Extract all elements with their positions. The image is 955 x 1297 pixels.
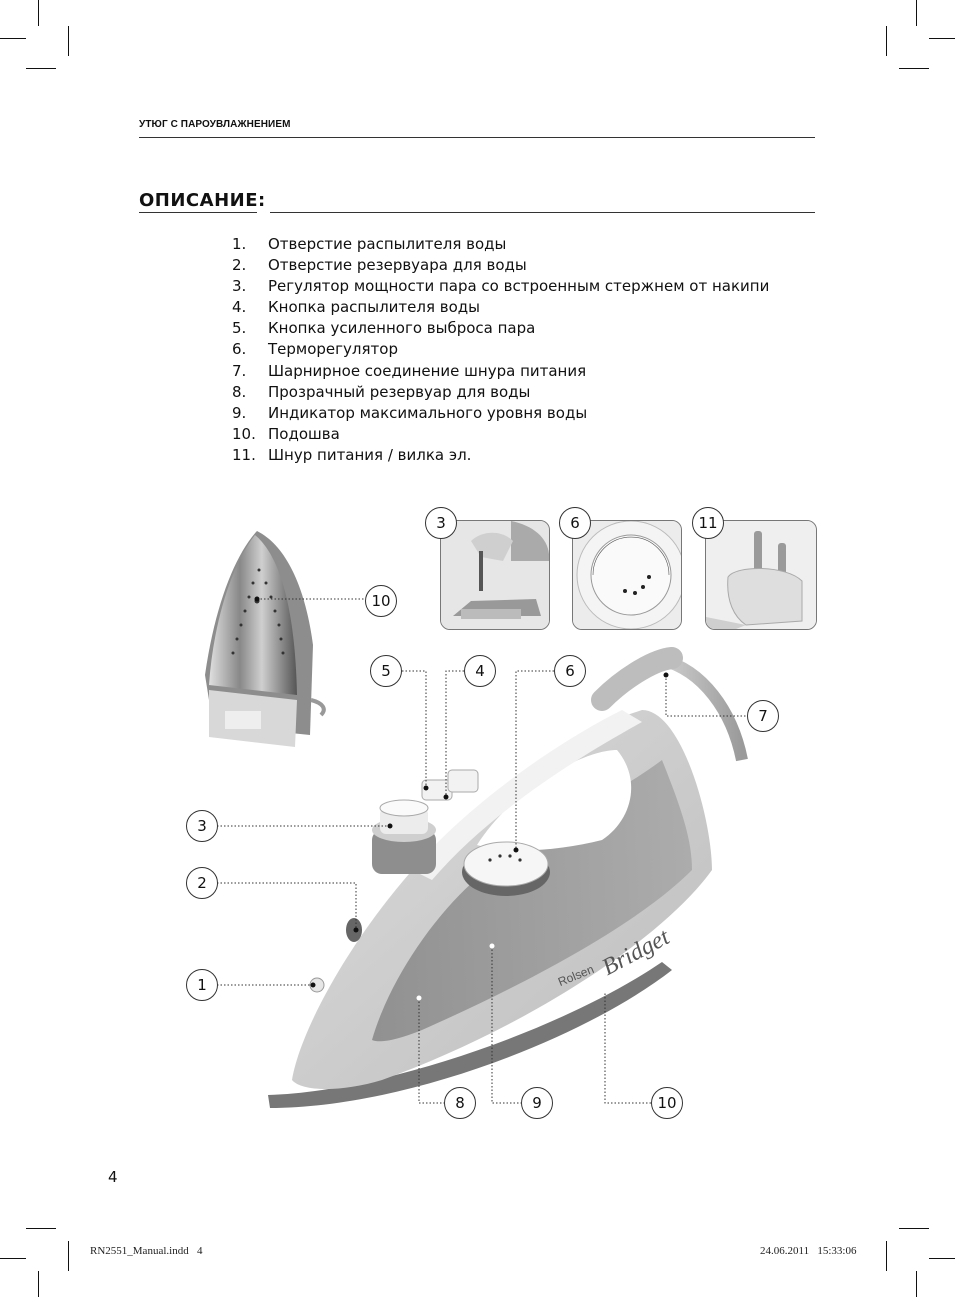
list-item: 1.Отверстие распылителя воды (232, 235, 507, 253)
thermostat-dial-photo (572, 520, 682, 630)
crop-mark (886, 1241, 887, 1271)
callout-2: 2 (186, 867, 218, 899)
callout-10-sole: 10 (365, 585, 397, 617)
crop-mark (26, 1228, 56, 1229)
section-rule (270, 212, 815, 213)
list-item: 5.Кнопка усиленного выброса пара (232, 319, 536, 338)
crop-mark (929, 38, 955, 39)
parts-list: 1.Отверстие распылителя воды 2.Отверстие… (232, 234, 769, 466)
crop-mark (38, 1271, 39, 1297)
list-item: 8.Прозрачный резервуар для воды (232, 382, 531, 401)
callout-1: 1 (186, 969, 218, 1001)
callout-10: 10 (651, 1087, 683, 1119)
crop-mark (886, 26, 887, 56)
crop-mark (899, 68, 929, 69)
footer-file: RN2551_Manual.indd 4 (90, 1245, 203, 1257)
callout-7: 7 (747, 700, 779, 732)
list-item: 2.Отверстие резервуара для воды (232, 256, 527, 275)
iron-illustration (268, 647, 748, 1108)
callout-3: 3 (186, 810, 218, 842)
crop-mark (916, 0, 917, 26)
callout-3-photo: 3 (425, 507, 457, 539)
crop-mark (68, 1241, 69, 1271)
callout-4: 4 (464, 655, 496, 687)
footer-date: 24.06.2011 15:33:06 (760, 1245, 857, 1257)
section-rule-left (139, 212, 257, 213)
callout-8: 8 (444, 1087, 476, 1119)
list-item: 3.Регулятор мощности пара со встроенным … (232, 277, 770, 296)
section-title: ОПИСАНИЕ: (139, 190, 266, 211)
list-item: 9.Индикатор максимального уровня воды (232, 403, 588, 422)
list-item: 6.Терморегулятор (232, 340, 398, 359)
list-item: 4.Кнопка распылителя воды (232, 298, 480, 317)
power-plug-photo (705, 520, 817, 630)
callout-9: 9 (521, 1087, 553, 1119)
callout-5: 5 (370, 655, 402, 687)
callout-6-photo: 6 (559, 507, 591, 539)
callout-11-photo: 11 (692, 507, 724, 539)
crop-mark (929, 1258, 955, 1259)
crop-mark (26, 68, 56, 69)
crop-mark (0, 38, 26, 39)
descaling-photo (440, 520, 550, 630)
crop-mark (0, 1258, 26, 1259)
crop-mark (899, 1228, 929, 1229)
crop-mark (68, 26, 69, 56)
list-item: 11.Шнур питания / вилка эл. (232, 445, 472, 464)
list-item: 10.Подошва (232, 424, 340, 443)
page-number: 4 (108, 1168, 118, 1186)
list-item: 7.Шарнирное соединение шнура питания (232, 361, 587, 380)
running-header: УТЮГ С ПАРОУВЛАЖНЕНИЕМ (139, 119, 291, 130)
callout-6: 6 (554, 655, 586, 687)
crop-mark (38, 0, 39, 26)
soleplate-illustration (205, 531, 326, 747)
header-rule (139, 137, 815, 138)
crop-mark (916, 1271, 917, 1297)
